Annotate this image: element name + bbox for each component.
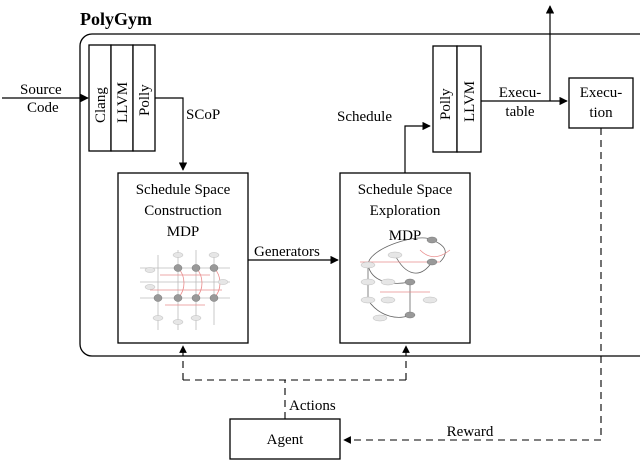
execution-label-line1: Execu- bbox=[580, 85, 622, 101]
back-toolchain: Polly LLVM bbox=[432, 45, 482, 153]
polly-label-front: Polly bbox=[137, 84, 153, 116]
llvm-label-front: LLVM bbox=[115, 82, 131, 123]
polly-label-back: Polly bbox=[438, 88, 454, 120]
construction-line2: Construction bbox=[144, 203, 222, 219]
agent-box bbox=[229, 418, 341, 460]
executable-label-line1: Execu- bbox=[499, 85, 541, 101]
construction-mdp-box bbox=[117, 172, 249, 344]
clang-label: Clang bbox=[93, 87, 109, 123]
agent-label: Agent bbox=[267, 432, 304, 448]
execution-box bbox=[568, 77, 634, 129]
exploration-line3: MDP bbox=[389, 228, 422, 244]
llvm-box-back bbox=[456, 45, 482, 153]
actions-label: Actions bbox=[289, 398, 336, 414]
llvm-label-back: LLVM bbox=[462, 81, 478, 122]
exploration-graph-thumbnail bbox=[360, 236, 451, 322]
reward-arrow bbox=[343, 128, 602, 444]
reward-label: Reward bbox=[447, 424, 494, 440]
polygym-title: PolyGym bbox=[80, 9, 152, 29]
schedule-label: Schedule bbox=[337, 109, 392, 125]
schedule-arrow bbox=[404, 121, 431, 173]
actions-feedback bbox=[179, 345, 410, 419]
exploration-mdp-box bbox=[339, 172, 471, 344]
scop-arrow bbox=[155, 97, 188, 171]
exploration-line1: Schedule Space bbox=[358, 182, 453, 198]
front-toolchain: Clang LLVM Polly bbox=[88, 44, 156, 152]
exploration-line2: Exploration bbox=[370, 203, 441, 219]
construction-line1: Schedule Space bbox=[136, 182, 231, 198]
construction-line3: MDP bbox=[167, 224, 200, 240]
polygym-boundary bbox=[79, 33, 640, 357]
executable-label-line2: table bbox=[505, 104, 534, 120]
scop-label: SCoP bbox=[186, 107, 220, 123]
execution-label-line2: tion bbox=[589, 105, 613, 121]
generators-label: Generators bbox=[254, 244, 320, 260]
source-label-line1: Source bbox=[20, 82, 62, 98]
construction-graph-thumbnail bbox=[140, 250, 230, 330]
source-label-line2: Code bbox=[27, 100, 59, 116]
